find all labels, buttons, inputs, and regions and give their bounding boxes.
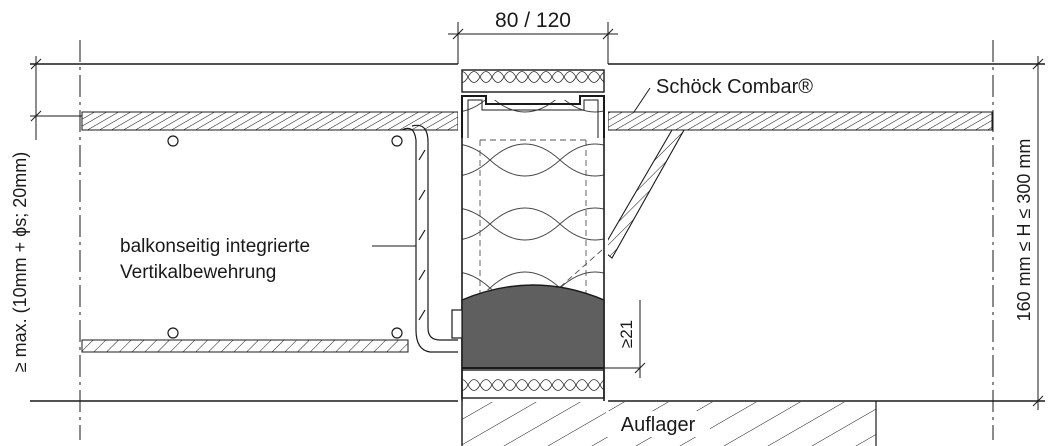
left-dimension: [30, 56, 82, 140]
reinforcement-label-line2: Vertikalbewehrung: [120, 262, 276, 283]
product-name-label: Schöck Combar®: [656, 76, 813, 98]
right-height-dimension-label: 160 mm ≤ H ≤ 300 mm: [1014, 139, 1034, 322]
right-dimension: [1032, 56, 1044, 410]
top-rebar-left: [81, 111, 459, 131]
main-insulation: [462, 100, 604, 290]
bottom-insulation: [461, 369, 605, 399]
diagonal-bar: [601, 129, 685, 259]
left-cover-dimension-label: ≥ max. (10mm + ϕs; 20mm): [10, 152, 30, 373]
bearing-dimension: [604, 300, 646, 378]
thermal-break-module: [451, 64, 608, 401]
vertical-reinforcement: [401, 124, 458, 353]
top-dimension: [448, 22, 618, 64]
transverse-bars: [167, 135, 403, 339]
support: [461, 401, 877, 446]
bottom-rebar: [81, 339, 409, 353]
support-label: Auflager: [621, 414, 696, 436]
pressure-bearing: [461, 284, 605, 369]
axis-lines: [79, 40, 994, 440]
top-rebar-right: [607, 111, 993, 131]
leader-lines: [372, 87, 651, 247]
top-insulation: [461, 69, 605, 93]
bearing-min-dimension-label: ≥21: [617, 320, 636, 348]
reinforcement-label-line1: balkonseitig integrierte: [120, 236, 310, 257]
top-dimension-label: 80 / 120: [495, 9, 571, 32]
slab-outline: [30, 63, 1045, 402]
